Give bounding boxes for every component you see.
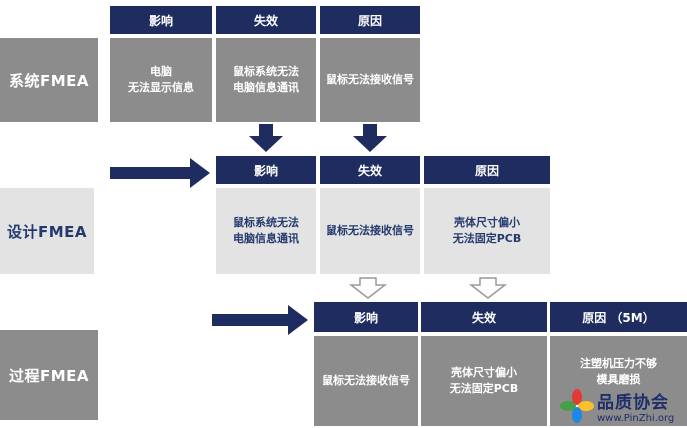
- arrow-down-1: [249, 124, 283, 152]
- system-header-cause: 原因: [320, 6, 420, 34]
- system-cell-failure: 鼠标系统无法 电脑信息通讯: [216, 38, 316, 122]
- system-fmea-label: 系统FMEA: [0, 38, 98, 122]
- process-header-failure: 失效: [421, 302, 547, 332]
- arrow-right-to-design: [110, 158, 210, 188]
- design-header-effect: 影响: [216, 156, 316, 184]
- pinwheel-logo-icon: [560, 389, 594, 423]
- process-cell-effect: 鼠标无法接收信号: [314, 336, 418, 426]
- system-cell-cause: 鼠标无法接收信号: [320, 38, 420, 122]
- arrow-down-2: [353, 124, 387, 152]
- arrow-down-hollow-1: [348, 277, 388, 299]
- process-cell-failure: 壳体尺寸偏小 无法固定PCB: [421, 336, 547, 426]
- design-cell-cause: 壳体尺寸偏小 无法固定PCB: [424, 188, 550, 274]
- design-cell-effect: 鼠标系统无法 电脑信息通讯: [216, 188, 316, 274]
- arrow-right-to-process: [212, 305, 308, 335]
- system-cell-effect: 电脑 无法显示信息: [110, 38, 212, 122]
- process-header-effect: 影响: [314, 302, 418, 332]
- design-fmea-label: 设计FMEA: [0, 188, 94, 274]
- watermark-url: www.PinZhi.org: [597, 413, 675, 424]
- arrow-down-hollow-2: [468, 277, 508, 299]
- design-header-cause: 原因: [424, 156, 550, 184]
- system-header-failure: 失效: [216, 6, 316, 34]
- design-header-failure: 失效: [320, 156, 420, 184]
- process-header-cause: 原因 （5M）: [550, 302, 687, 332]
- watermark-title: 品质协会: [597, 393, 669, 413]
- process-fmea-label: 过程FMEA: [0, 330, 98, 420]
- watermark: 品质协会 www.PinZhi.org: [560, 384, 687, 428]
- system-header-effect: 影响: [110, 6, 212, 34]
- design-cell-failure: 鼠标无法接收信号: [320, 188, 420, 274]
